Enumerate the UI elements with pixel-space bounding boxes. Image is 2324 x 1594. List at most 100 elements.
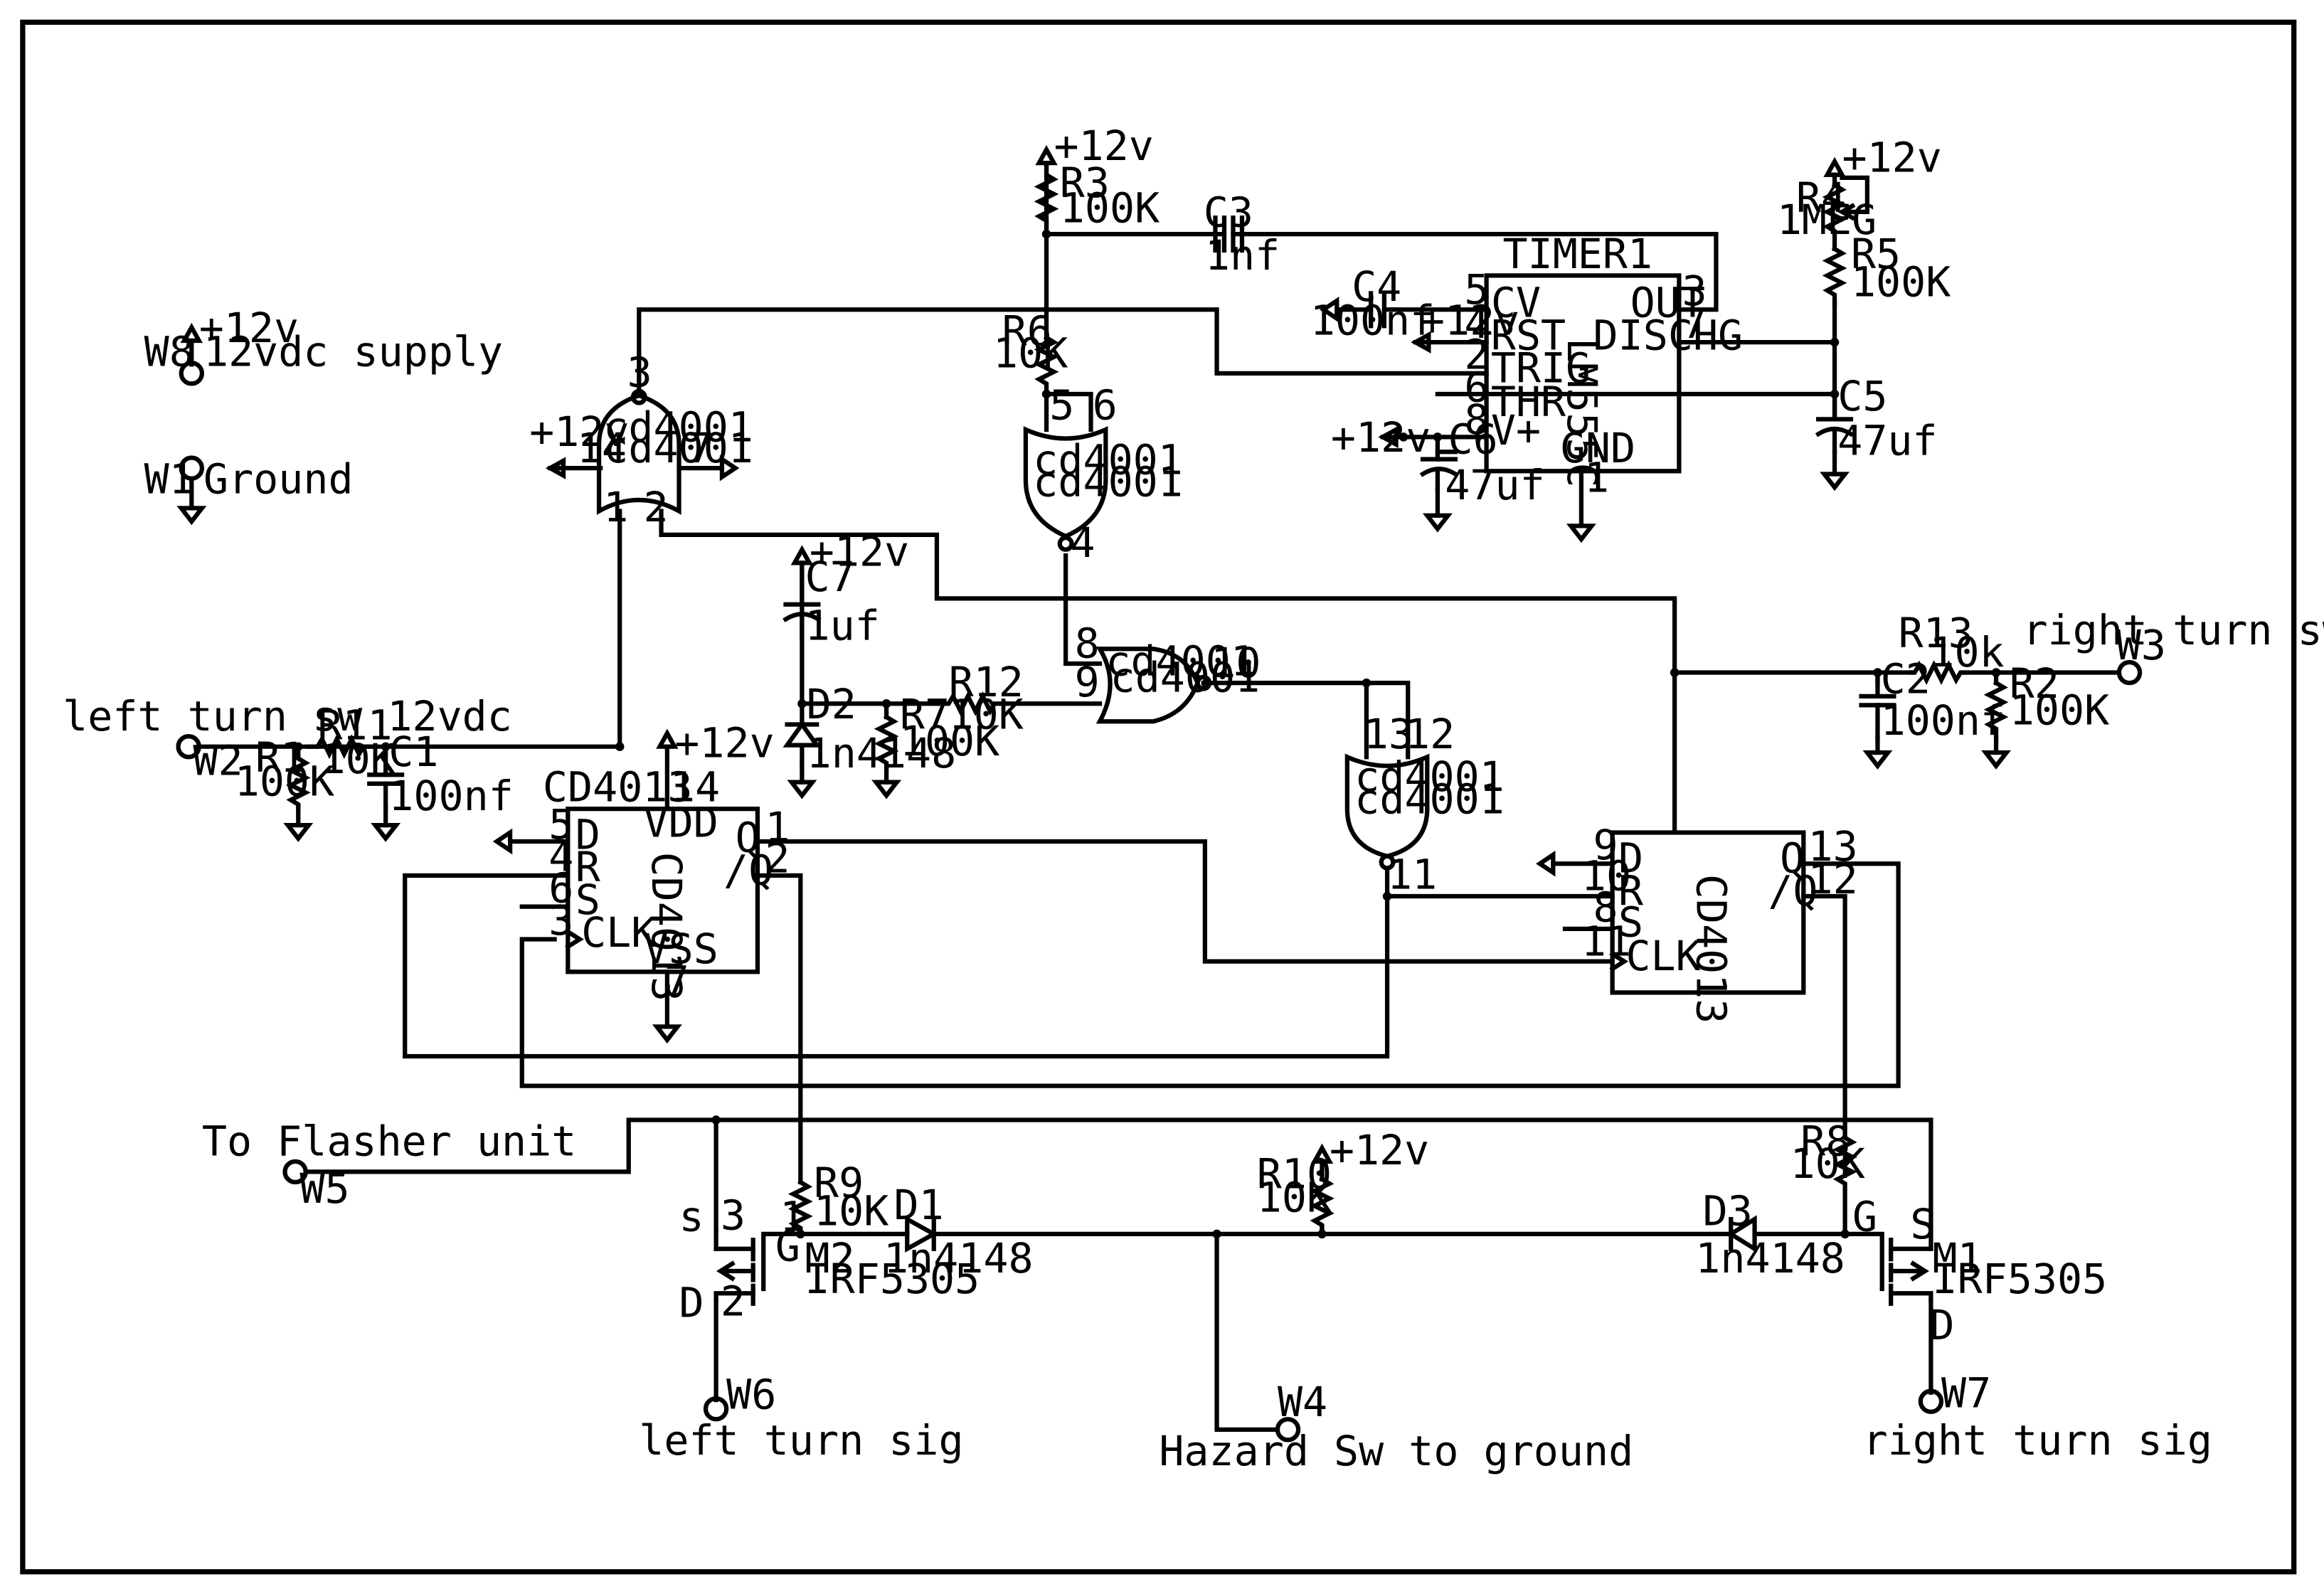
svg-text:13: 13 (1364, 710, 1413, 758)
svg-text:R8: R8 (1800, 1117, 1850, 1166)
capacitor-c5: C5 47uf (1815, 372, 1938, 464)
resistor-r1: R1 100K (235, 733, 334, 810)
svg-text:cd4001: cd4001 (603, 403, 753, 452)
resistor-r10: R10 10K (1257, 1149, 1335, 1237)
flipflop-cd4013-1: CD4013 14 VDD D R S CLK Q /Q VSS CD4013 … (519, 763, 790, 1006)
port-w1: W1 Ground (144, 455, 354, 526)
svg-text:12: 12 (1808, 855, 1858, 903)
svg-text:left turn sig: left turn sig (639, 1416, 963, 1465)
resistor-r4: R4 1MEG (1777, 174, 1877, 252)
svg-text:R3: R3 (1060, 159, 1110, 207)
svg-text:8: 8 (1075, 620, 1100, 668)
svg-text:Q: Q (736, 814, 760, 862)
svg-text:1MEG: 1MEG (1777, 196, 1877, 244)
svg-text:6: 6 (1464, 363, 1489, 411)
svg-text:TRIG: TRIG (1491, 344, 1591, 392)
svg-text:VSS: VSS (644, 925, 718, 973)
nor-gate-a: cd4001 cd4001 3 1 2 14 7 (577, 349, 753, 532)
supply-r10: +12v (1310, 1126, 1429, 1181)
capacitor-c7: C7 1uf (782, 553, 880, 650)
svg-text:2: 2 (765, 834, 790, 883)
resistor-r7: R7 100K (874, 691, 999, 770)
port-w4: W4 Hazard Sw to ground (1159, 1378, 1633, 1475)
resistor-r5: R5 100K (1822, 230, 1951, 307)
svg-text:W6: W6 (726, 1371, 776, 1419)
svg-text:11: 11 (1581, 917, 1631, 965)
svg-text:left turn sw 12vdc: left turn sw 12vdc (63, 692, 512, 740)
svg-text:10K: 10K (993, 329, 1068, 378)
grounds (283, 296, 2012, 1044)
supply-ff1: +12v (656, 718, 775, 812)
svg-text:D3: D3 (1703, 1186, 1753, 1235)
svg-text:D1: D1 (894, 1181, 944, 1229)
svg-text:R: R (575, 843, 601, 891)
svg-text:R1: R1 (255, 733, 305, 782)
svg-text:W7: W7 (1941, 1369, 1991, 1418)
svg-text:GND: GND (1561, 424, 1635, 472)
svg-text:DISCHG: DISCHG (1593, 312, 1744, 360)
supply-r3: +12v (1035, 122, 1154, 170)
svg-text:R9: R9 (814, 1159, 864, 1207)
svg-text:5: 5 (1049, 381, 1074, 429)
svg-text:1: 1 (1584, 453, 1609, 501)
svg-text:G: G (1852, 1193, 1877, 1241)
port-w3: right turn sw 12vdc W3 (2023, 606, 2324, 686)
svg-text:5: 5 (548, 800, 573, 849)
svg-text:IRF5305: IRF5305 (1933, 1255, 2108, 1303)
svg-text:right turn sig: right turn sig (1863, 1416, 2212, 1465)
svg-text:C4: C4 (1352, 262, 1401, 311)
svg-text:12vdc supply: 12vdc supply (203, 327, 503, 376)
svg-text:R7: R7 (900, 691, 950, 739)
svg-text:100K: 100K (900, 717, 999, 765)
svg-text:47uf: 47uf (1837, 416, 1937, 464)
svg-text:To Flasher unit: To Flasher unit (202, 1117, 576, 1166)
svg-text:8: 8 (1464, 395, 1489, 444)
svg-text:C7: C7 (805, 553, 855, 601)
port-w7: W7 right turn sig (1863, 1369, 2212, 1465)
svg-text:R2: R2 (2010, 659, 2059, 708)
svg-text:10K: 10K (949, 691, 1024, 739)
flipflop-cd4013-2: D R S CLK Q /Q CD4013 9 10 8 11 13 12 (1562, 821, 1858, 1024)
supply-gate-a: +12v (529, 408, 740, 482)
svg-text:100K: 100K (1060, 184, 1160, 232)
svg-text:+12v: +12v (529, 408, 629, 456)
svg-text:C3: C3 (1204, 188, 1253, 237)
resistor-r9: R9 10K (787, 1159, 888, 1237)
svg-text:CV: CV (1491, 279, 1541, 327)
svg-text:D2: D2 (807, 680, 856, 728)
svg-text:9: 9 (1075, 658, 1100, 706)
capacitor-c4: C4 100nf (1310, 262, 1436, 345)
mosfet-m2: s 3 1 G M2 IRF5305 D 2 (679, 1191, 980, 1327)
svg-text:C5: C5 (1837, 372, 1887, 420)
svg-text:cd4001: cd4001 (1033, 435, 1183, 484)
svg-text:1uf: 1uf (805, 602, 880, 650)
diode-d3: D3 1n4148 (1695, 1186, 1845, 1282)
svg-text:6: 6 (548, 864, 573, 912)
capacitor-c2: C2 100nf (1859, 655, 2005, 745)
svg-text:R13: R13 (1899, 609, 1973, 657)
svg-text:CLK: CLK (581, 908, 656, 957)
svg-text:3: 3 (548, 896, 573, 945)
svg-text:1n4148: 1n4148 (1695, 1234, 1845, 1282)
svg-text:right turn sw 12vdc: right turn sw 12vdc (2023, 606, 2324, 654)
svg-text:10k: 10k (1929, 628, 2004, 676)
svg-text:W2: W2 (193, 736, 243, 785)
svg-text:4: 4 (1464, 299, 1489, 348)
svg-text:cd4001: cd4001 (1105, 637, 1256, 686)
svg-text:D: D (679, 1279, 704, 1327)
svg-text:THR: THR (1491, 378, 1566, 426)
svg-text:VDD: VDD (644, 799, 718, 847)
svg-text:7: 7 (1682, 299, 1707, 348)
supply-555-rst: +12v (1411, 297, 1519, 354)
capacitor-c1: C1 100nf (367, 728, 514, 820)
svg-text:Hazard Sw to ground: Hazard Sw to ground (1159, 1427, 1633, 1475)
diode-d1: D1 1n4148 (884, 1181, 1034, 1282)
svg-text:R11: R11 (317, 701, 392, 749)
svg-text:V+: V+ (1491, 406, 1541, 455)
svg-text:10K: 10K (1790, 1139, 1865, 1188)
svg-text:R10: R10 (1257, 1149, 1332, 1198)
svg-text:13: 13 (1808, 822, 1858, 871)
svg-text:100K: 100K (235, 757, 334, 805)
port-w8: +12v W8 12vdc supply (144, 304, 503, 386)
svg-text:10K: 10K (1257, 1174, 1332, 1222)
